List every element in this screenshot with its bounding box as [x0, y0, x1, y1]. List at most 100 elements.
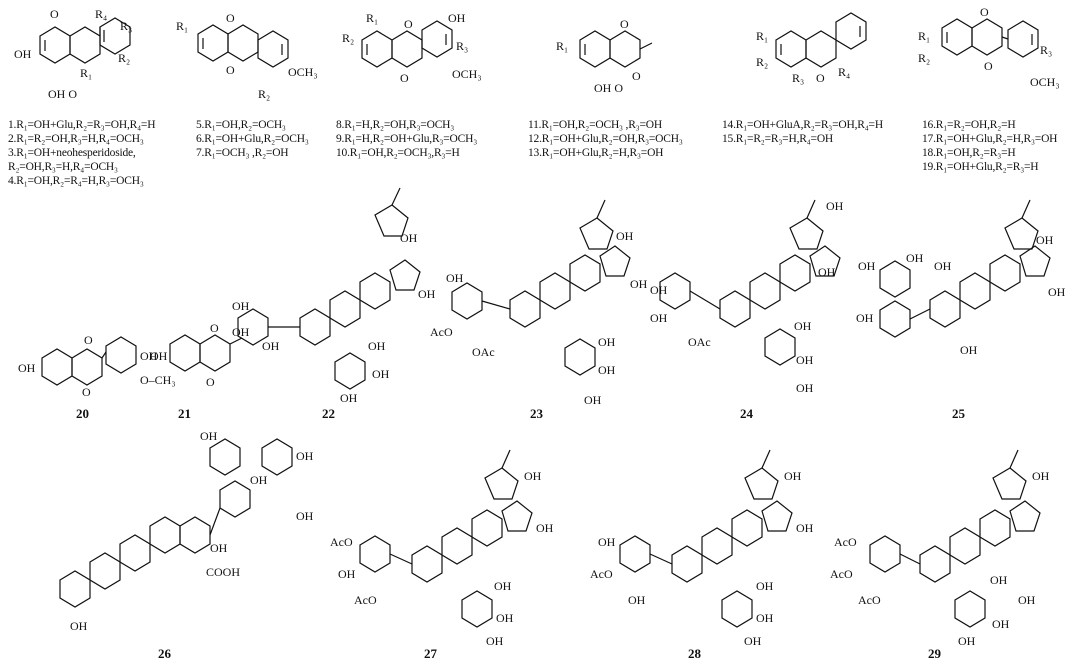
- atom-r1: R₁: [176, 19, 188, 33]
- compound-number-22: 22: [322, 406, 335, 421]
- atom-oh: OH: [794, 319, 812, 333]
- atom-oh: OH: [1048, 285, 1066, 299]
- atom-oh: OH: [598, 535, 616, 549]
- atom-oh: OH: [598, 335, 616, 349]
- atom-oh: OH: [14, 47, 32, 61]
- atom-oh: OH: [756, 579, 774, 593]
- atom-o: O: [632, 69, 641, 83]
- atom-aco: AcO: [830, 567, 853, 581]
- atom-oh: OH: [200, 429, 218, 443]
- atom-oh: OH: [744, 634, 762, 648]
- structure-flavone-1-4: [39, 17, 131, 64]
- atom-r2: R₂: [258, 87, 270, 101]
- legend-compound-17: 17.R₁=OH+Glu,R₂=H,R₃=OH: [922, 133, 1058, 145]
- atom-o: O: [404, 17, 413, 31]
- atom-oh: OH: [796, 353, 814, 367]
- compound-number-25: 25: [952, 406, 965, 421]
- atom-r3: R₃: [456, 39, 468, 53]
- atom-och3: O–CH₃: [140, 373, 176, 387]
- atom-oh: OH: [628, 593, 646, 607]
- atom-oh: OH: [496, 611, 514, 625]
- compound-number-20: 20: [76, 406, 89, 421]
- atom-r1: R₁: [918, 29, 930, 43]
- atom-r1: R₁: [556, 39, 568, 53]
- legend-compound-16: 16.R₁=R₂=OH,R₂=H: [922, 119, 1016, 131]
- atom-o: O: [984, 59, 993, 73]
- atom-o: O: [226, 11, 235, 25]
- atom-och3: OCH₃: [1030, 75, 1060, 89]
- atom-oh: OH: [906, 251, 924, 265]
- atom-oh: OH: [340, 391, 358, 405]
- atom-oh: OH: [338, 567, 356, 581]
- atom-aco: AcO: [354, 593, 377, 607]
- atom-oh: OH: [990, 573, 1008, 587]
- atom-oh: OH: [232, 299, 250, 313]
- atom-aco: AcO: [834, 535, 857, 549]
- atom-o: O: [82, 385, 91, 399]
- atom-o: O: [206, 375, 215, 389]
- atom-oh: OH: [368, 339, 386, 353]
- compound-number-29: 29: [928, 646, 941, 661]
- compound-number-28: 28: [688, 646, 701, 661]
- atom-r2: R₂: [756, 55, 768, 69]
- atom-oh: OH: [826, 199, 844, 213]
- atom-oh: OH: [584, 393, 602, 407]
- atom-cooh: COOH: [206, 565, 240, 579]
- legend-compound-10: 10.R₁=OH,R₂=OCH₃,R₃=H: [336, 147, 460, 159]
- atom-oh: OH: [210, 541, 228, 555]
- legend-compound-13: 13.R₁=OH+Glu,R₂=H,R₃=OH: [528, 147, 664, 159]
- legend-compound-11: 11.R₁=OH,R₂=OCH₃ ,R₃=OH: [528, 119, 662, 131]
- atom-aco: AcO: [858, 593, 881, 607]
- atom-r3: R₃: [1040, 43, 1052, 57]
- atom-o: O: [226, 63, 235, 77]
- atom-r3: R₃: [120, 19, 132, 33]
- atom-oac: OAc: [688, 335, 711, 349]
- atom-oh: OH: [1032, 469, 1050, 483]
- atom-oh: OH: [536, 521, 554, 535]
- structure-pterocarpan-5-7: [197, 24, 289, 68]
- compound-number-24: 24: [740, 406, 753, 421]
- legend-compound-2: 2.R₁=R₂=OH,R₃=H,R₄=OCH₃: [8, 133, 144, 145]
- structure-flavone-14-15: [775, 12, 867, 68]
- atom-och3: OCH₃: [288, 65, 318, 79]
- legend-compound-4: 4.R₁=OH,R₂=R₄=H,R₃=OCH₃: [8, 175, 144, 187]
- structure-27: [359, 449, 533, 628]
- structure-29: [869, 449, 1041, 628]
- atom-r4: R₄: [838, 65, 850, 79]
- atom-oh: OH: [372, 367, 390, 381]
- structure-23: [451, 199, 631, 376]
- atom-r5: R₃: [792, 71, 804, 85]
- atom-oh: OH: [70, 619, 88, 633]
- atom-aco: AcO: [430, 325, 453, 339]
- atom-o: O: [400, 71, 409, 85]
- atom-oh: OH: [262, 339, 280, 353]
- atom-oac: OAc: [472, 345, 495, 359]
- atom-oh: OH: [1036, 233, 1054, 247]
- atom-o: O: [980, 5, 989, 19]
- atom-oh: OH: [796, 521, 814, 535]
- atom-oh: OH: [856, 311, 874, 325]
- structure-22: [237, 187, 421, 390]
- atom-oh: OH: [232, 325, 250, 339]
- compound-number-26: 26: [158, 646, 171, 661]
- structure-20: [41, 336, 137, 386]
- atom-oh: OH: [446, 271, 464, 285]
- atom-oh: OH: [296, 449, 314, 463]
- atom-oh: OH: [756, 611, 774, 625]
- legend-compound-9: 9.R₁=H,R₂=OH+Glu,R₃=OCH₃: [336, 133, 478, 145]
- atom-oh: OH: [486, 634, 504, 648]
- atom-r2: R₂: [918, 51, 930, 65]
- atom-oh: OH: [958, 634, 976, 648]
- atom-r1: R₁: [366, 11, 378, 25]
- atom-oh: OH: [18, 361, 36, 375]
- atom-r1: R₁: [756, 29, 768, 43]
- atom-oh: OH: [992, 617, 1010, 631]
- atom-o: O: [50, 7, 59, 21]
- legend-compound-19: 19.R₁=OH+Glu,R₂=R₃=H: [922, 161, 1039, 173]
- atom-oh: OH: [934, 259, 952, 273]
- structure-24: [659, 199, 841, 366]
- atom-oh: OH: [418, 287, 436, 301]
- legend-compound-8: 8.R₁=H,R₂=OH,R₃=OCH₃: [336, 119, 455, 131]
- atom-oh: OH: [630, 277, 648, 291]
- atom-r2: R₂: [118, 51, 130, 65]
